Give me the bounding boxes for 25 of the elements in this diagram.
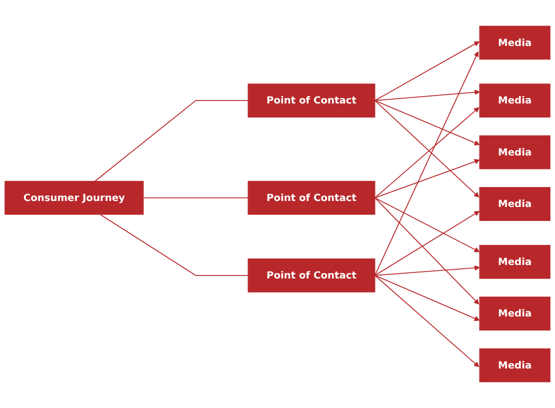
- arrow: [374, 90, 480, 102]
- connector: [94, 100, 249, 182]
- node-box: Media: [479, 244, 550, 279]
- node-box: Media: [479, 84, 550, 118]
- node-box: Point of Contact: [248, 84, 376, 118]
- connector: [100, 214, 249, 276]
- node-box: Media: [479, 296, 550, 331]
- arrow: [374, 274, 480, 321]
- arrow: [374, 51, 479, 276]
- arrow: [374, 197, 480, 252]
- node-box: Media: [479, 348, 550, 382]
- arrow: [374, 265, 480, 276]
- arrow: [374, 274, 480, 368]
- arrow: [374, 100, 480, 146]
- node-box: Point of Contact: [248, 258, 376, 292]
- arrow: [374, 210, 480, 276]
- arrow: [374, 41, 480, 102]
- node-box: Media: [479, 187, 550, 221]
- arrow: [374, 197, 480, 304]
- node-box: Media: [479, 26, 550, 60]
- node-box: Point of Contact: [248, 180, 376, 215]
- arrow: [374, 159, 480, 198]
- node-box: Consumer Journey: [4, 180, 144, 215]
- connector: [142, 197, 249, 198]
- node-box: Media: [479, 135, 550, 170]
